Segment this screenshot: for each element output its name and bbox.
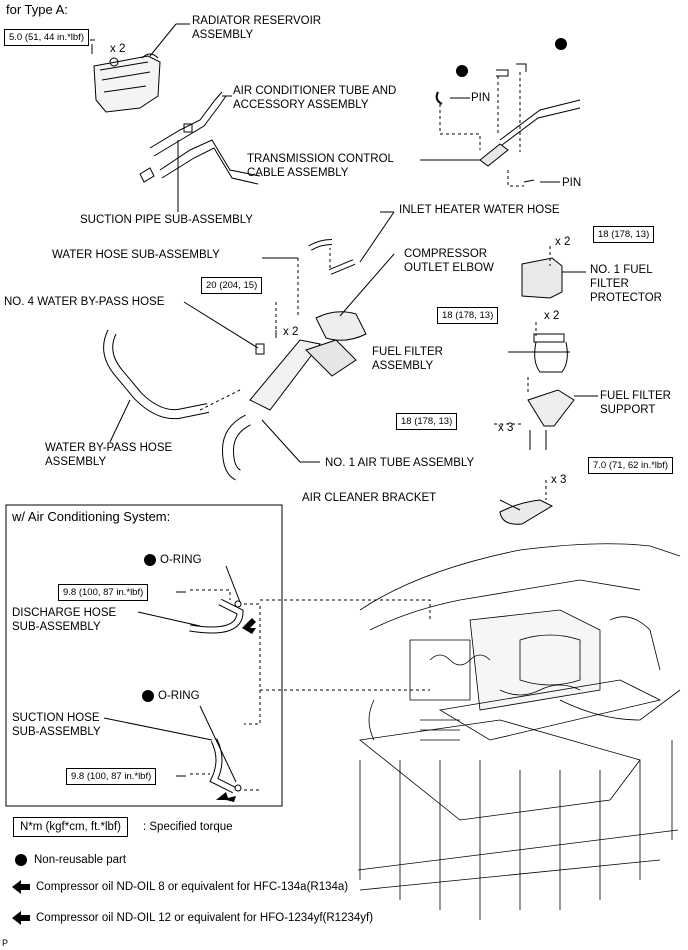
legend-torque-box: N*m (kgf*cm, ft.*lbf) (13, 817, 128, 837)
legend-non-reusable: Non-reusable part (34, 854, 127, 866)
page-marker: P (2, 938, 9, 948)
transmission-cable-drawing (435, 63, 581, 183)
qty-fuel-filter: x 2 (544, 310, 560, 322)
label-suction-pipe: SUCTION PIPE SUB-ASSEMBLY (80, 214, 253, 226)
torque-fuel-support: 18 (178, 13) (396, 413, 458, 430)
qty-fuel-protector: x 2 (555, 236, 571, 248)
non-reusable-marker-top-right (555, 38, 567, 50)
torque-discharge: 9.8 (100, 87 in.*lbf) (58, 584, 149, 601)
label-radiator-reservoir: RADIATOR RESERVOIR ASSEMBLY (192, 15, 322, 41)
label-inlet-heater-hose: INLET HEATER WATER HOSE (399, 204, 560, 216)
oil-arrow-discharge (242, 618, 256, 634)
ac-section-title: w/ Air Conditioning System: (12, 509, 171, 524)
torque-fuel-filter: 18 (178, 13) (437, 307, 499, 324)
ac-system-frame (5, 504, 283, 807)
non-reusable-marker-oring-1 (144, 554, 156, 566)
label-o-ring-2: O-RING (158, 690, 200, 702)
legend-oil-1234yf: Compressor oil ND-OIL 12 or equivalent f… (36, 912, 374, 924)
label-no1-fuel-filter-protector: NO. 1 FUEL FILTER PROTECTOR (590, 264, 662, 304)
label-pin-top: PIN (471, 92, 491, 104)
label-transmission-cable: TRANSMISSION CONTROL CABLE ASSEMBLY (247, 153, 394, 179)
label-suction-hose: SUCTION HOSE SUB-ASSEMBLY (12, 712, 101, 738)
torque-bypass-20: 20 (204, 15) (201, 277, 263, 294)
oil-arrow-legend-2 (12, 911, 30, 925)
non-reusable-marker-oring-2 (142, 690, 154, 702)
torque-air-cleaner: 7.0 (71, 62 in.*lbf) (588, 457, 673, 474)
torque-suction: 9.8 (100, 87 in.*lbf) (66, 768, 157, 785)
label-discharge-hose: DISCHARGE HOSE SUB-ASSEMBLY (12, 607, 117, 633)
qty-bypass-20: x 2 (283, 326, 299, 338)
torque-fuel-protector: 18 (178, 13) (593, 226, 655, 243)
label-fuel-filter-support: FUEL FILTER SUPPORT (600, 390, 671, 416)
fuel-filter-drawing (499, 257, 575, 525)
label-air-cleaner-bracket: AIR CLEANER BRACKET (302, 492, 437, 504)
label-o-ring-1: O-RING (160, 554, 202, 566)
legend-torque-desc: : Specified torque (143, 821, 233, 833)
ac-tube-drawing (139, 91, 261, 185)
oil-arrow-suction (216, 792, 236, 802)
type-label: for Type A: (6, 2, 68, 17)
qty-radiator: x 2 (110, 43, 126, 55)
engine-bay-drawing (357, 543, 681, 920)
label-ac-tube: AIR CONDITIONER TUBE AND ACCESSORY ASSEM… (233, 85, 397, 111)
legend-oil-134a: Compressor oil ND-OIL 8 or equivalent fo… (36, 881, 349, 893)
radiator-reservoir-drawing (90, 39, 161, 113)
label-no4-water-bypass: NO. 4 WATER BY-PASS HOSE (4, 296, 165, 308)
label-no1-air-tube: NO. 1 AIR TUBE ASSEMBLY (325, 457, 475, 469)
hoses-drawing (103, 239, 367, 481)
non-reusable-marker-top-left (456, 65, 468, 77)
oil-arrow-legend-1 (12, 880, 30, 894)
ac-hoses-drawing (189, 565, 244, 794)
label-compressor-outlet-elbow: COMPRESSOR OUTLET ELBOW (404, 248, 494, 274)
non-reusable-legend-marker (15, 854, 27, 866)
qty-air-cleaner: x 3 (551, 474, 567, 486)
label-pin-bottom: PIN (562, 177, 582, 189)
label-water-hose-sub: WATER HOSE SUB-ASSEMBLY (52, 249, 220, 261)
label-water-bypass-assembly: WATER BY-PASS HOSE ASSEMBLY (45, 442, 173, 468)
torque-radiator: 5.0 (51, 44 in.*lbf) (4, 29, 89, 46)
label-fuel-filter-assembly: FUEL FILTER ASSEMBLY (372, 346, 443, 372)
qty-fuel-support: x 3 (498, 422, 514, 434)
